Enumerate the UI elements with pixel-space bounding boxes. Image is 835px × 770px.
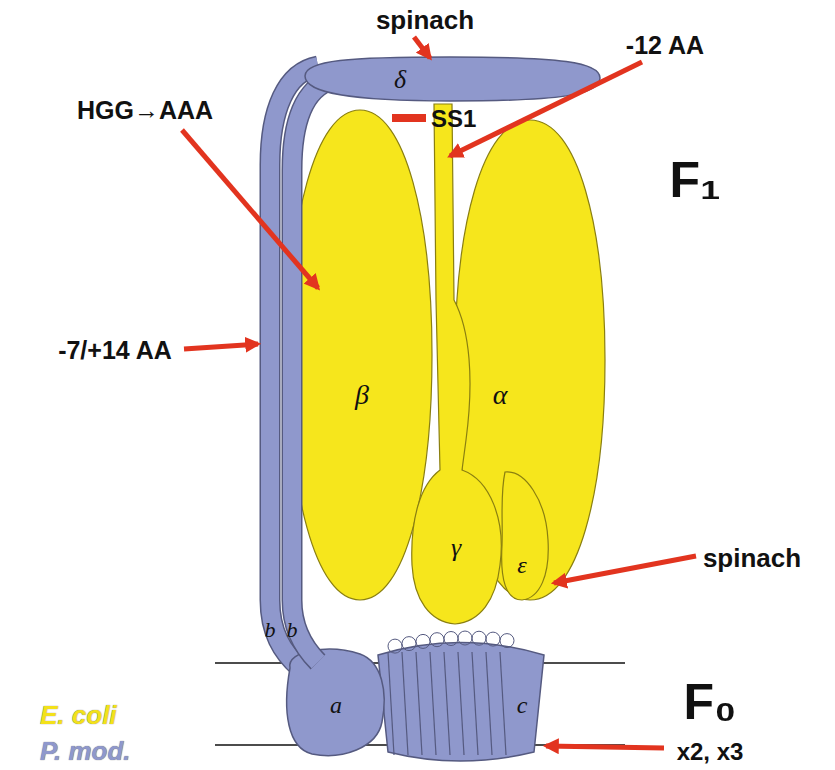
- legend-text: P. mod.: [40, 736, 131, 766]
- subunit-letter: b: [287, 619, 298, 641]
- ss1-bar: [392, 114, 426, 122]
- subunit-outline: [412, 104, 502, 624]
- subunit-letter: c: [517, 693, 528, 717]
- c-loop: [444, 632, 458, 646]
- legend-item: P. mod.: [40, 738, 131, 764]
- c-loop: [458, 631, 472, 645]
- c-loop: [472, 631, 486, 645]
- callout-label: HGG→AAA: [77, 98, 213, 123]
- subunit-outline: [305, 57, 600, 101]
- leader-arrow: [554, 556, 696, 583]
- leader-arrow: [546, 746, 664, 748]
- c-loop: [402, 637, 416, 651]
- c-helix: [402, 652, 408, 755]
- subunit-outline: [287, 649, 385, 755]
- c-helix: [458, 652, 464, 755]
- callout-label: -12 AA: [626, 33, 704, 58]
- callout-label: x2, x3: [677, 740, 744, 764]
- c-loop: [486, 632, 500, 646]
- callout-label: spinach: [376, 7, 474, 33]
- sector-label: F₁: [669, 155, 720, 205]
- callout-label: spinach: [703, 545, 801, 571]
- subunit-letter: γ: [451, 535, 461, 561]
- subunit-letter: b: [265, 619, 276, 641]
- subunit-outline: [292, 80, 332, 662]
- subunit-letter: β: [355, 381, 369, 409]
- leader-arrow: [414, 37, 430, 58]
- subunit: γ: [405, 100, 510, 630]
- subunit-letter: δ: [394, 67, 406, 93]
- c-helix: [444, 652, 450, 755]
- subunit: a: [278, 640, 390, 762]
- c-helix: [486, 652, 492, 755]
- subunit: c: [370, 625, 550, 770]
- sector-label: F₀: [683, 677, 736, 727]
- leader-arrow: [184, 344, 258, 349]
- subunit: δ: [300, 52, 605, 107]
- subunit-shape: [495, 465, 553, 605]
- c-helix: [388, 652, 394, 755]
- subunit-letter: ε: [517, 553, 526, 577]
- subunit-outline: [288, 110, 432, 600]
- legend-item: E. coli: [40, 702, 117, 728]
- subunit-shape: [300, 52, 605, 107]
- c-loop: [430, 633, 444, 647]
- c-helix: [430, 652, 436, 755]
- subunit-shape: [255, 55, 345, 680]
- subunit: ε: [495, 465, 553, 605]
- subunit-letter: a: [330, 693, 342, 717]
- callout-label: SS1: [431, 107, 476, 131]
- c-loop: [500, 634, 514, 648]
- subunit: b: [255, 55, 345, 680]
- subunit-outline: [378, 643, 544, 762]
- legend-text: E. coli: [40, 700, 117, 730]
- subunit-outline: [502, 472, 549, 600]
- c-helix: [416, 652, 422, 755]
- callout-label: -7/+14 AA: [58, 338, 172, 363]
- subunit-letter: α: [493, 381, 508, 409]
- subunit-outline: [292, 80, 332, 662]
- c-loop: [416, 634, 430, 648]
- c-helix: [472, 652, 478, 755]
- c-loop: [388, 639, 402, 653]
- c-helix: [500, 652, 506, 755]
